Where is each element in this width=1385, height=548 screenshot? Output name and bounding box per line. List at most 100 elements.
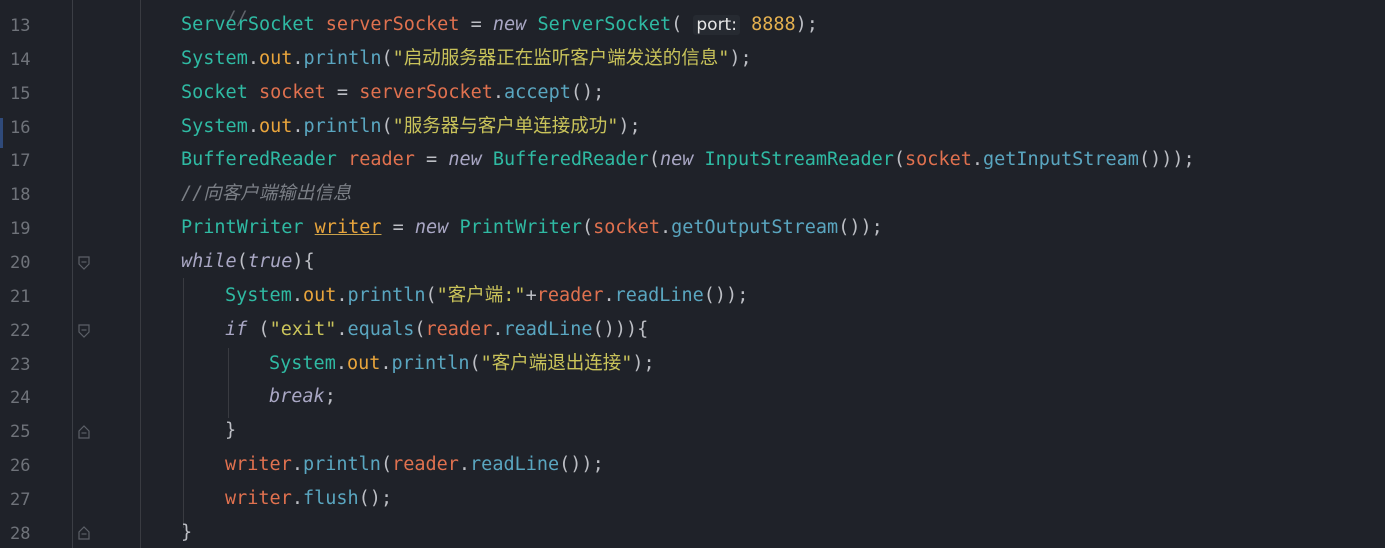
indent-guide <box>183 278 184 528</box>
code-token: = <box>459 14 493 35</box>
code-token: println <box>391 352 470 374</box>
code-token: 8888 <box>751 14 796 35</box>
code-token: . <box>291 487 303 509</box>
code-token: InputStreamReader <box>704 149 894 171</box>
code-token: getInputStream <box>983 149 1139 171</box>
code-token: . <box>971 149 983 171</box>
line-number: 22 <box>10 320 31 341</box>
change-marker <box>0 118 3 148</box>
code-token: . <box>291 454 303 476</box>
code-token: ; <box>324 386 336 408</box>
code-token <box>448 217 459 238</box>
fold-close-icon[interactable] <box>78 425 90 439</box>
code-token: (); <box>570 81 605 103</box>
code-line[interactable]: //向客户端输出信息 <box>181 183 351 205</box>
code-token: ()); <box>559 454 604 476</box>
line-number: 28 <box>10 523 31 544</box>
line-number: 13 <box>10 16 31 36</box>
line-number: 18 <box>10 185 31 206</box>
indent-guide <box>228 348 229 418</box>
code-token: . <box>492 81 505 103</box>
code-token: System <box>181 47 248 69</box>
fold-close-icon[interactable] <box>78 526 90 540</box>
code-token: if <box>225 318 248 340</box>
line-number: 26 <box>10 456 31 477</box>
code-line[interactable]: if ("exit".equals(reader.readLine())){ <box>225 319 648 341</box>
code-token: serverSocket <box>359 81 493 103</box>
code-token: ( <box>380 454 393 476</box>
line-number: 19 <box>10 219 31 240</box>
code-token: socket <box>258 81 326 103</box>
code-token: ServerSocket <box>181 14 315 35</box>
code-token: break <box>269 386 325 408</box>
code-token: = <box>414 149 449 171</box>
code-token: BufferedReader <box>181 149 337 171</box>
code-token: Socket <box>181 81 248 103</box>
code-token <box>482 149 493 170</box>
code-line[interactable]: break; <box>269 386 336 408</box>
code-token: ( <box>582 217 594 239</box>
line-number: 15 <box>10 83 31 104</box>
code-token: System <box>181 115 248 137</box>
code-token: . <box>335 352 347 374</box>
code-token: System <box>225 284 292 306</box>
code-token: ( <box>414 318 426 340</box>
code-token: "启动服务器正在监听客户端发送的信息" <box>392 47 730 69</box>
code-token: . <box>292 115 304 137</box>
code-token: ); <box>618 115 641 137</box>
code-token: = <box>381 217 415 239</box>
code-line[interactable]: System.out.println("客户端退出连接"); <box>269 353 655 375</box>
code-token: readLine <box>503 318 593 340</box>
parameter-hint: port: <box>693 15 740 35</box>
code-token: writer <box>225 487 292 509</box>
fold-open-icon[interactable] <box>78 256 90 270</box>
code-line[interactable]: writer.flush(); <box>225 488 392 510</box>
line-number: 20 <box>10 252 31 273</box>
code-token <box>337 149 348 170</box>
code-token: socket <box>593 217 660 239</box>
indent-guide <box>140 0 141 548</box>
code-token: . <box>247 47 259 69</box>
code-line[interactable]: BufferedReader reader = new BufferedRead… <box>181 149 1195 171</box>
code-line[interactable]: } <box>181 522 192 544</box>
line-number: 25 <box>10 422 31 443</box>
code-line[interactable]: System.out.println("启动服务器正在监听客户端发送的信息"); <box>181 48 752 70</box>
code-token: while <box>181 250 237 272</box>
code-token: ( <box>236 250 248 272</box>
line-number: 17 <box>10 151 31 172</box>
code-line[interactable]: while(true){ <box>181 251 315 273</box>
code-token: ()); <box>838 217 883 239</box>
code-line-partial: // <box>225 8 427 29</box>
fold-open-icon[interactable] <box>78 324 90 338</box>
code-token: reader <box>536 284 604 306</box>
code-token: readLine <box>614 284 704 306</box>
code-token: "客户端:" <box>436 284 526 306</box>
code-token: "exit" <box>269 318 337 340</box>
code-line[interactable]: System.out.println("客户端:"+reader.readLin… <box>225 285 748 307</box>
code-token <box>315 14 326 35</box>
code-token: ( <box>893 149 906 171</box>
code-token: ); <box>795 14 818 35</box>
code-token: reader <box>425 318 493 340</box>
code-token: writer <box>314 217 382 239</box>
code-line[interactable]: Socket socket = serverSocket.accept(); <box>181 82 604 104</box>
gutter-divider <box>72 0 73 548</box>
code-token: writer <box>225 454 292 476</box>
code-line[interactable]: writer.println(reader.readLine()); <box>225 454 604 476</box>
code-token: ( <box>247 318 270 340</box>
line-number: 24 <box>10 388 31 409</box>
code-line[interactable]: System.out.println("服务器与客户单连接成功"); <box>181 116 641 138</box>
code-token: ( <box>381 47 393 69</box>
code-token: ); <box>729 47 752 69</box>
code-line[interactable]: } <box>225 420 236 442</box>
code-token: } <box>225 420 237 442</box>
code-line[interactable]: ServerSocket serverSocket = new ServerSo… <box>181 14 818 36</box>
code-token: out <box>302 284 337 306</box>
code-line[interactable]: PrintWriter writer = new PrintWriter(soc… <box>181 217 883 239</box>
code-token: //向客户端输出信息 <box>181 183 352 205</box>
code-token: . <box>603 284 615 306</box>
line-number: 27 <box>10 489 31 510</box>
code-token: PrintWriter <box>459 217 583 239</box>
